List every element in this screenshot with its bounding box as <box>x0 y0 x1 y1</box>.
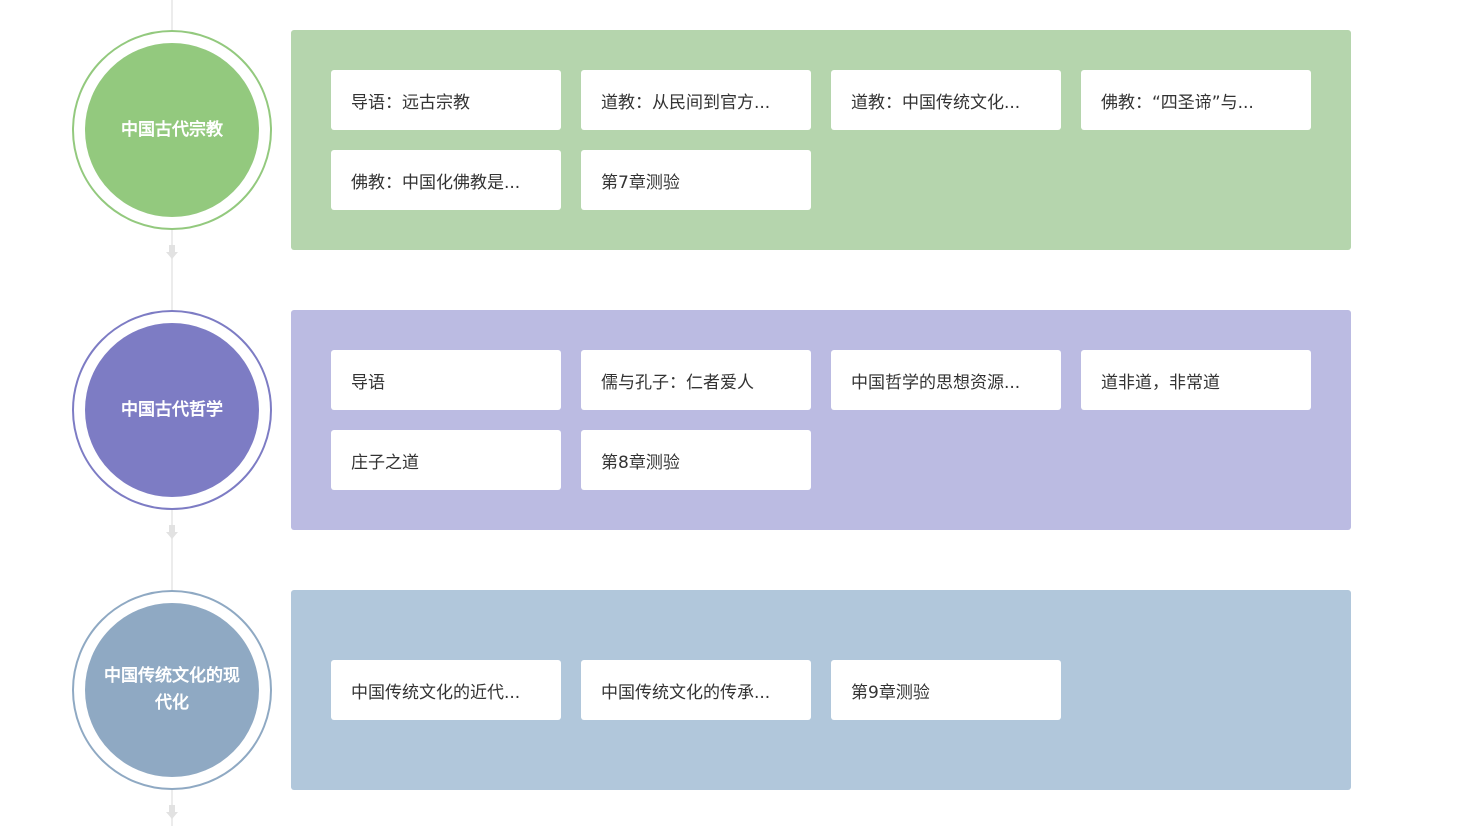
chapter-node-ring: 中国古代哲学 <box>72 310 272 510</box>
lesson-label: 中国哲学的思想资源... <box>851 372 1021 393</box>
chapter-panel: 导语：远古宗教 道教：从民间到官方... 道教：中国传统文化... 佛教：“四圣… <box>291 30 1351 250</box>
arrow-down-icon <box>166 525 178 539</box>
arrow-down-icon <box>166 805 178 819</box>
lesson-label: 佛教：中国化佛教是... <box>351 172 521 193</box>
lesson-label: 道教：从民间到官方... <box>601 92 771 113</box>
lesson-item[interactable]: 导语 <box>331 350 561 410</box>
chapter-quiz-item[interactable]: 第9章测验 <box>831 660 1061 720</box>
lesson-label: 佛教：“四圣谛”与... <box>1101 92 1254 113</box>
lesson-label: 中国传统文化的近代... <box>351 682 521 703</box>
lesson-item[interactable]: 中国传统文化的近代... <box>331 660 561 720</box>
lesson-item[interactable]: 导语：远古宗教 <box>331 70 561 130</box>
lesson-label: 庄子之道 <box>351 452 419 473</box>
arrow-down-icon <box>166 245 178 259</box>
lesson-item[interactable]: 佛教：“四圣谛”与... <box>1081 70 1311 130</box>
chapter-node-ring: 中国传统文化的现代化 <box>72 590 272 790</box>
lesson-label: 道非道，非常道 <box>1101 372 1220 393</box>
lesson-item[interactable]: 佛教：中国化佛教是... <box>331 150 561 210</box>
chapter-section-religion: 中国古代宗教 导语：远古宗教 道教：从民间到官方... 道教：中国传统文化...… <box>0 30 1470 250</box>
lesson-item[interactable]: 道教：中国传统文化... <box>831 70 1061 130</box>
lesson-label: 中国传统文化的传承... <box>601 682 771 703</box>
chapter-node-ring: 中国古代宗教 <box>72 30 272 230</box>
lesson-label: 第8章测验 <box>601 452 680 473</box>
lesson-item[interactable]: 道非道，非常道 <box>1081 350 1311 410</box>
lesson-label: 第9章测验 <box>851 682 930 703</box>
lesson-label: 导语：远古宗教 <box>351 92 470 113</box>
chapter-title: 中国古代哲学 <box>121 399 223 420</box>
chapter-node[interactable]: 中国传统文化的现代化 <box>85 603 259 777</box>
chapter-section-philosophy: 中国古代哲学 导语 儒与孔子：仁者爱人 中国哲学的思想资源... 道非道，非常道… <box>0 310 1470 530</box>
chapter-section-modernization: 中国传统文化的现代化 中国传统文化的近代... 中国传统文化的传承... 第9章… <box>0 590 1470 810</box>
lesson-item[interactable]: 中国传统文化的传承... <box>581 660 811 720</box>
lesson-label: 导语 <box>351 372 385 393</box>
chapter-node[interactable]: 中国古代宗教 <box>85 43 259 217</box>
lesson-label: 道教：中国传统文化... <box>851 92 1021 113</box>
lesson-label: 第7章测验 <box>601 172 680 193</box>
lesson-item[interactable]: 中国哲学的思想资源... <box>831 350 1061 410</box>
lesson-item[interactable]: 道教：从民间到官方... <box>581 70 811 130</box>
chapter-title: 中国传统文化的现代化 <box>104 666 240 713</box>
lesson-item[interactable]: 儒与孔子：仁者爱人 <box>581 350 811 410</box>
chapter-panel: 导语 儒与孔子：仁者爱人 中国哲学的思想资源... 道非道，非常道 庄子之道 第… <box>291 310 1351 530</box>
chapter-quiz-item[interactable]: 第7章测验 <box>581 150 811 210</box>
chapter-panel: 中国传统文化的近代... 中国传统文化的传承... 第9章测验 <box>291 590 1351 790</box>
lesson-item[interactable]: 庄子之道 <box>331 430 561 490</box>
lesson-label: 儒与孔子：仁者爱人 <box>601 372 754 393</box>
chapter-node[interactable]: 中国古代哲学 <box>85 323 259 497</box>
chapter-title: 中国古代宗教 <box>121 119 223 140</box>
chapter-quiz-item[interactable]: 第8章测验 <box>581 430 811 490</box>
